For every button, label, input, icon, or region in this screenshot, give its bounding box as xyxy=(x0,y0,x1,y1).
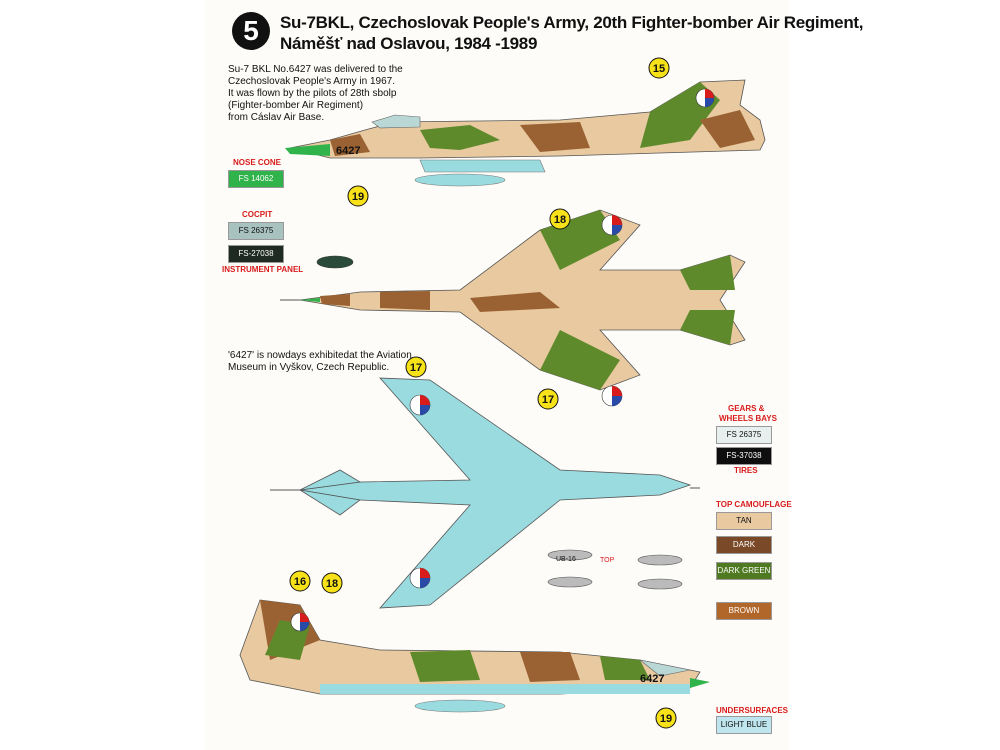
tan-swatch: TAN xyxy=(716,512,772,530)
tires-swatch: FS-37038 xyxy=(716,447,772,465)
undersurfaces-label: UNDERSURFACES xyxy=(716,706,789,715)
gears-swatch: FS 26375 xyxy=(716,426,772,444)
brown-swatch: BROWN xyxy=(716,602,772,620)
top-view-camouflage xyxy=(280,209,746,407)
decal-15: 15 xyxy=(653,63,665,75)
nose-cone-swatch: FS 14062 xyxy=(228,170,284,188)
title-line-2: Náměšť nad Oslavou, 1984 -1989 xyxy=(280,34,538,53)
serial-bottom: 6427 xyxy=(640,673,664,685)
tires-label: TIRES xyxy=(734,466,758,475)
side-profile-bottom xyxy=(239,599,710,713)
decal-19b: 19 xyxy=(660,713,672,725)
instrument-panel-swatch: FS-27038 xyxy=(228,245,284,263)
gears-label: GEARS & xyxy=(728,404,765,413)
light-blue-swatch: LIGHT BLUE xyxy=(716,716,772,734)
title-line-1: Su-7BKL, Czechoslovak People's Army, 20t… xyxy=(280,13,864,32)
top-camouflage-label: TOP CAMOUFLAGE xyxy=(716,500,792,509)
side-profile-top xyxy=(285,79,766,187)
wheels-bays-label: WHEELS BAYS xyxy=(719,414,777,423)
decal-18b: 18 xyxy=(326,578,338,590)
top-label: TOP xyxy=(600,557,615,564)
decal-17a: 17 xyxy=(410,362,422,374)
bottom-view-light-blue xyxy=(270,377,700,609)
serial-top: 6427 xyxy=(336,145,360,157)
museum-note: '6427' is nowdays exhibitedat the Aviati… xyxy=(228,350,412,373)
decal-18a: 18 xyxy=(554,214,566,226)
ub16-label: UB-16 xyxy=(556,556,576,563)
page-title: Su-7BKL, Czechoslovak People's Army, 20t… xyxy=(280,12,864,54)
decal-16: 16 xyxy=(294,576,306,588)
decal-markers: 15 19 18 17 17 16 18 19 xyxy=(289,57,677,729)
instrument-panel-label: INSTRUMENT PANEL xyxy=(222,265,304,274)
profile-number-badge: 5 xyxy=(232,12,270,50)
ub16-rocket-pods xyxy=(316,255,683,590)
cocpit-label: COCPIT xyxy=(242,210,273,219)
cocpit-swatch: FS 26375 xyxy=(228,222,284,240)
nose-cone-label: NOSE CONE xyxy=(233,158,282,167)
dark-green-swatch: DARK GREEN xyxy=(716,562,772,580)
decal-17b: 17 xyxy=(542,394,554,406)
history-note: Su-7 BKL No.6427 was delivered to the Cz… xyxy=(228,64,403,123)
decal-19a: 19 xyxy=(352,191,364,203)
dark-brown-swatch: DARK BROWN xyxy=(716,536,772,565)
